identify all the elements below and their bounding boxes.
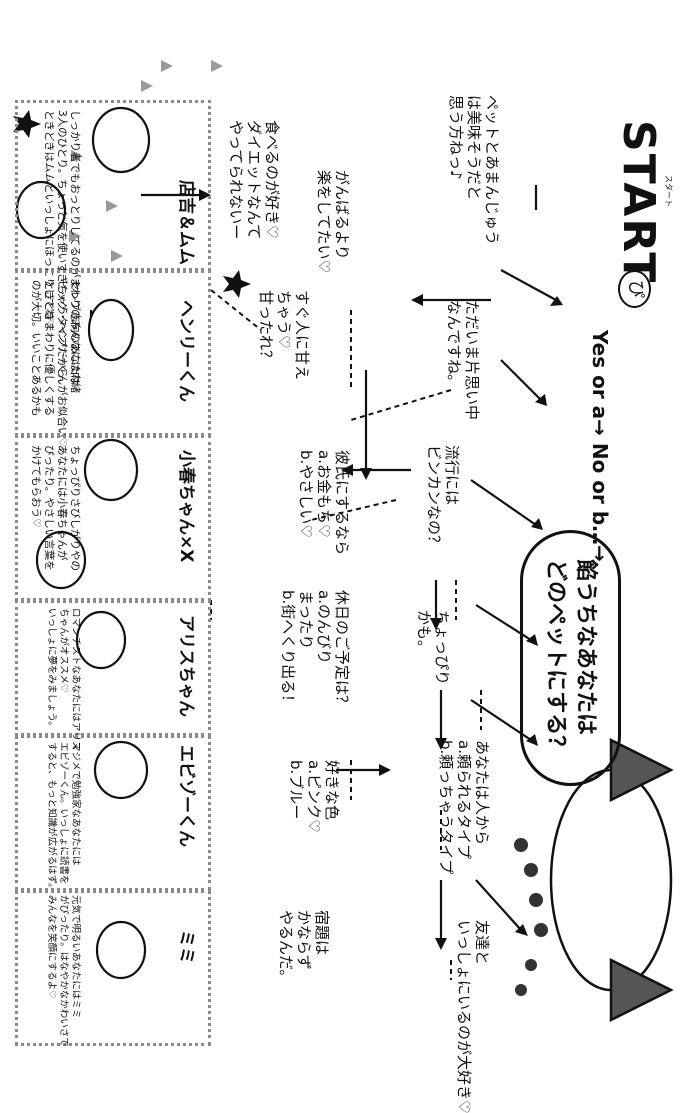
question-7: 友達と いっしょにいるのが大好き♡: [455, 920, 491, 1113]
character-head: [91, 106, 151, 174]
result-desc: マジメで勉強家なあなたには エビゾーくん。いっしょに読書を すると、もっと知識が…: [46, 742, 81, 893]
question-6: あなたは人から a.頼られるタイプ b.頼っちゃうタイプ: [437, 740, 491, 875]
question-1: ペットとあまんじゅう は美味そうだと 思う方ねっ♪: [447, 95, 501, 246]
start-furigana: スタート: [664, 175, 673, 207]
start-mark: ぴ: [618, 270, 651, 308]
question-5: ちょっぴり かも。: [415, 610, 451, 686]
instruction-text: Yes or a→ No or b…→: [588, 330, 612, 562]
result-desc: ロマンチストなあなたにはアリス ちゃんがオススメ♡ いっしょに夢をみましょう。: [46, 608, 81, 751]
question-13: 宿題は かならず やるんだ。: [277, 910, 331, 985]
result-name: ミミ: [176, 930, 196, 964]
start-title: START: [613, 120, 664, 285]
question-4: 流行には ビンカンなの？: [425, 445, 461, 551]
question-3: ただいま片思い中 なんですね。: [445, 300, 481, 421]
question-8: 食べるのが好き♡ ダイエットなんて やってられないー: [227, 120, 281, 240]
question-11: 休日のご予定は？ a.のんびり まったり b.街へくり出る！: [279, 590, 351, 711]
result-desc: ちょっぴりさびしがりやの あなたには小春ちゃんが ぴったり。やさしい言葉を かけ…: [29, 445, 81, 571]
result-name: ヘンリーくん: [176, 300, 196, 402]
question-2: がんばるより 楽をしてたい♡: [315, 170, 351, 273]
question-10: 彼氏にするなら a.お金もち♡ b.やさしい♡: [297, 450, 351, 556]
result-desc: セレブ志向のあなたは ビッグ・ヘンリーくんがお似合い♡ ときどきまわりに優しくす…: [29, 280, 81, 447]
result-desc: 元気で明るいあなたにはミミ がぴったり。はなやかなかわいさで みんなを笑顔にする…: [46, 895, 81, 1047]
result-name: エビゾーくん: [176, 745, 196, 847]
question-9: すぐ人に甘え ちゃう♡ 甘ったれ？: [257, 290, 311, 381]
bubble-title: 餡うちなあなたは どのペットにする？: [519, 530, 621, 787]
result-name: 店吉＆ムム: [176, 180, 196, 265]
result-name: 小春ちゃん×X: [176, 450, 196, 563]
question-12: 好きな色 a.ピンク♡ b.ブルー: [287, 760, 341, 833]
result-name: アリスちゃん: [176, 615, 196, 717]
